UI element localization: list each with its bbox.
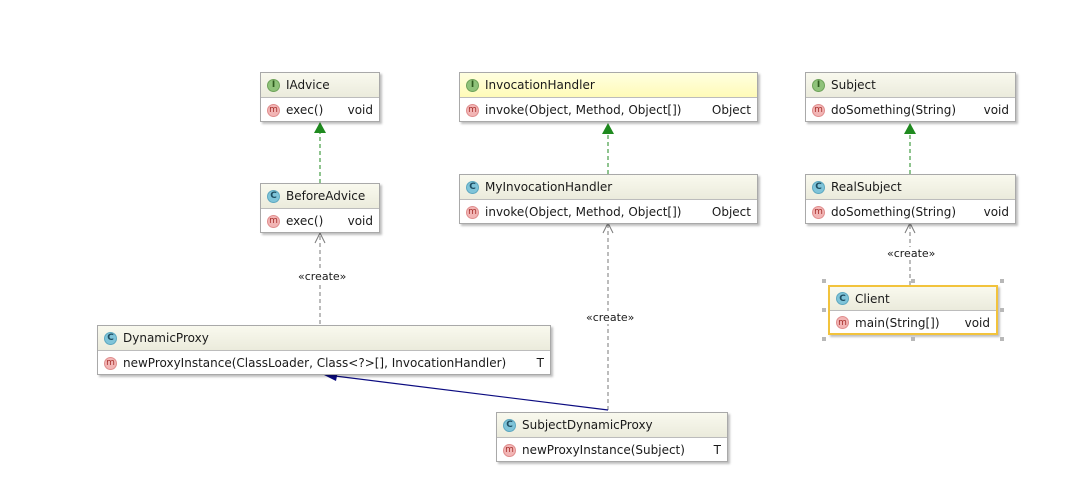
class-name: InvocationHandler — [485, 78, 595, 92]
class-name: RealSubject — [831, 180, 902, 194]
class-header: I InvocationHandler — [460, 73, 757, 98]
method-return-type: T — [713, 443, 721, 457]
class-icon: C — [104, 331, 117, 345]
create-label: «create» — [886, 247, 937, 260]
method-return-type: void — [347, 103, 373, 117]
method-row[interactable]: m newProxyInstance(Subject) T — [497, 438, 727, 462]
method-signature: exec() — [286, 103, 324, 117]
method-row[interactable]: m doSomething(String) void — [806, 200, 1015, 224]
class-node-real-subject[interactable]: C RealSubject m doSomething(String) void — [805, 174, 1016, 224]
method-return-type: void — [983, 205, 1009, 219]
class-icon: C — [466, 180, 479, 194]
realization-arrowhead — [904, 123, 916, 134]
class-node-my-invocation-handler[interactable]: C MyInvocationHandler m invoke(Object, M… — [459, 174, 758, 224]
class-icon: C — [812, 180, 825, 194]
method-row[interactable]: m invoke(Object, Method, Object[]) Objec… — [460, 98, 757, 122]
class-name: BeforeAdvice — [286, 189, 366, 203]
class-node-client[interactable]: C Client m main(String[]) void — [828, 285, 998, 335]
class-header: I IAdvice — [261, 73, 379, 98]
class-header: C RealSubject — [806, 175, 1015, 200]
interface-icon: I — [812, 78, 825, 92]
method-icon: m — [466, 103, 479, 117]
method-row[interactable]: m exec() void — [261, 98, 379, 122]
method-signature: newProxyInstance(Subject) — [522, 443, 685, 457]
class-header: C DynamicProxy — [98, 326, 550, 351]
method-icon: m — [466, 205, 479, 219]
class-name: Subject — [831, 78, 876, 92]
method-row[interactable]: m exec() void — [261, 209, 379, 233]
class-node-subject[interactable]: I Subject m doSomething(String) void — [805, 72, 1016, 122]
resize-handle[interactable] — [822, 279, 826, 283]
class-header: C BeforeAdvice — [261, 184, 379, 209]
realization-before-advice-iadvice[interactable] — [314, 122, 326, 183]
interface-icon: I — [267, 78, 280, 92]
realization-arrowhead — [314, 122, 326, 133]
method-icon: m — [836, 316, 849, 329]
class-node-invocation-handler[interactable]: I InvocationHandler m invoke(Object, Met… — [459, 72, 758, 122]
method-signature: newProxyInstance(ClassLoader, Class<?>[]… — [123, 356, 507, 370]
resize-handle[interactable] — [911, 279, 915, 283]
method-icon: m — [267, 103, 280, 117]
class-name: SubjectDynamicProxy — [522, 418, 653, 432]
method-signature: invoke(Object, Method, Object[]) — [485, 205, 682, 219]
method-signature: doSomething(String) — [831, 205, 957, 219]
realization-arrowhead — [602, 123, 614, 134]
method-return-type: Object — [711, 103, 751, 117]
resize-handle[interactable] — [822, 337, 826, 341]
class-node-dynamic-proxy[interactable]: C DynamicProxy m newProxyInstance(ClassL… — [97, 325, 551, 375]
resize-handle[interactable] — [822, 308, 826, 312]
method-row[interactable]: m main(String[]) void — [830, 311, 996, 334]
class-node-before-advice[interactable]: C BeforeAdvice m exec() void — [260, 183, 380, 233]
method-return-type: Object — [711, 205, 751, 219]
class-name: Client — [855, 291, 890, 306]
create-label: «create» — [585, 311, 636, 324]
method-signature: exec() — [286, 214, 324, 228]
method-row[interactable]: m newProxyInstance(ClassLoader, Class<?>… — [98, 351, 550, 375]
realization-real-subject-subject[interactable] — [904, 123, 916, 174]
method-row[interactable]: m invoke(Object, Method, Object[]) Objec… — [460, 200, 757, 224]
static-method-icon: m — [104, 356, 117, 370]
method-return-type: void — [983, 103, 1009, 117]
class-header: C SubjectDynamicProxy — [497, 413, 727, 438]
method-icon: m — [812, 103, 825, 117]
method-icon: m — [267, 214, 280, 228]
method-icon: m — [812, 205, 825, 219]
resize-handle[interactable] — [1000, 337, 1004, 341]
method-signature: invoke(Object, Method, Object[]) — [485, 103, 682, 117]
method-signature: doSomething(String) — [831, 103, 957, 117]
class-header: I Subject — [806, 73, 1015, 98]
class-name: DynamicProxy — [123, 331, 209, 345]
class-node-iadvice[interactable]: I IAdvice m exec() void — [260, 72, 380, 122]
class-name: MyInvocationHandler — [485, 180, 613, 194]
class-header: C Client — [830, 287, 996, 311]
interface-icon: I — [466, 78, 479, 92]
realization-my-handler-invocation-handler[interactable] — [602, 123, 614, 174]
method-return-type: void — [347, 214, 373, 228]
class-node-subject-dynamic-proxy[interactable]: C SubjectDynamicProxy m newProxyInstance… — [496, 412, 728, 462]
create-label: «create» — [297, 270, 348, 283]
inheritance-subject-proxy-dynamic-proxy[interactable] — [322, 371, 609, 411]
class-icon: C — [503, 418, 516, 432]
method-return-type: void — [964, 315, 990, 330]
static-method-icon: m — [503, 443, 516, 457]
class-name: IAdvice — [286, 78, 330, 92]
method-return-type: T — [536, 356, 544, 370]
resize-handle[interactable] — [1000, 308, 1004, 312]
class-header: C MyInvocationHandler — [460, 175, 757, 200]
method-row[interactable]: m doSomething(String) void — [806, 98, 1015, 122]
class-icon: C — [267, 189, 280, 203]
resize-handle[interactable] — [1000, 279, 1004, 283]
method-signature: main(String[]) — [855, 315, 940, 330]
runnable-class-icon: C — [836, 292, 849, 305]
resize-handle[interactable] — [911, 337, 915, 341]
